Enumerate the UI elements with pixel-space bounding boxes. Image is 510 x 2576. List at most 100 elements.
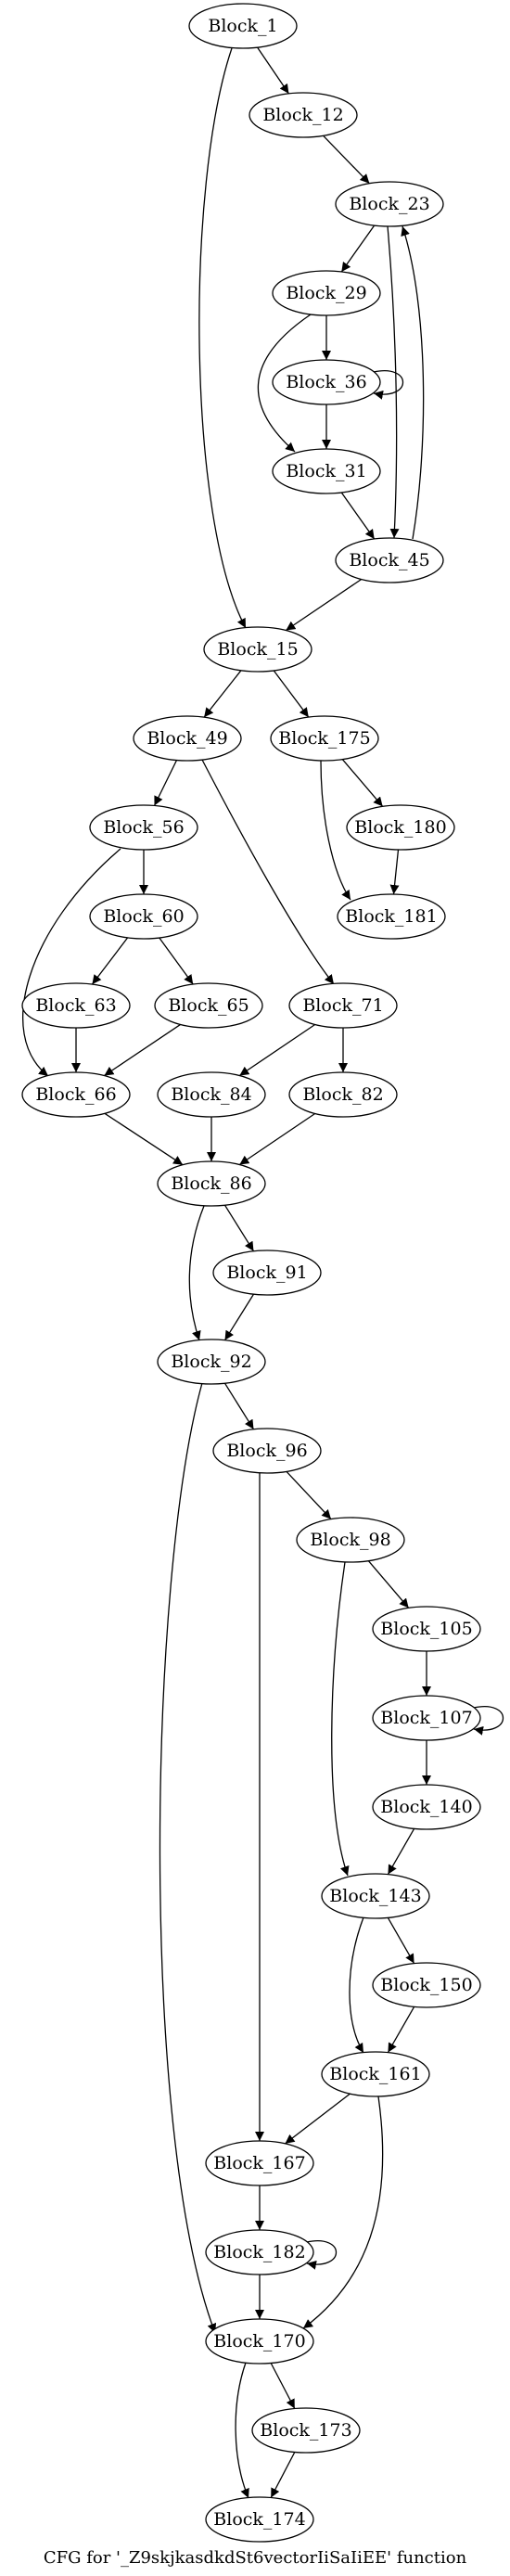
edge-b170-to-b173 (270, 2363, 296, 2409)
edge-b15-to-b175 (273, 670, 310, 718)
node-b15: Block_15 (203, 626, 312, 673)
node-label: Block_174 (213, 2509, 305, 2530)
node-ellipse (288, 1071, 398, 1118)
edge-b86-to-b92 (188, 1205, 205, 1341)
node-ellipse (335, 181, 444, 227)
node-label: Block_140 (380, 1797, 472, 1817)
node-ellipse (89, 804, 198, 851)
node-b173: Block_173 (251, 2407, 361, 2454)
node-label: Block_143 (329, 1886, 421, 1906)
node-b167: Block_167 (205, 2140, 314, 2186)
node-label: Block_96 (226, 1441, 307, 1461)
edge-b29-to-b31 (257, 314, 312, 453)
node-label: Block_1 (208, 16, 277, 36)
node-ellipse (272, 448, 381, 494)
node-b45: Block_45 (335, 537, 444, 583)
node-label: Block_45 (349, 550, 429, 570)
node-label: Block_56 (103, 817, 184, 838)
node-label: Block_29 (286, 283, 366, 303)
node-b96: Block_96 (212, 1428, 322, 1474)
node-b49: Block_49 (133, 715, 242, 762)
node-ellipse (372, 1784, 481, 1830)
node-ellipse (337, 893, 446, 940)
edge-b82-to-b86 (238, 1112, 316, 1166)
node-ellipse (272, 270, 381, 316)
node-b36: Block_36 (272, 359, 381, 405)
node-b92: Block_92 (157, 1339, 266, 1385)
edge-b49-to-b56 (153, 760, 178, 806)
node-label: Block_82 (302, 1084, 383, 1105)
node-label: Block_71 (302, 995, 383, 1016)
edge-b49-to-b71 (201, 759, 335, 985)
node-ellipse (212, 1250, 322, 1296)
edge-b173-to-b174 (270, 2452, 296, 2498)
node-ellipse (205, 2229, 314, 2275)
edge-b170-to-b174 (235, 2362, 249, 2499)
node-ellipse (205, 2318, 314, 2365)
node-ellipse (372, 1962, 481, 2008)
node-ellipse (157, 1339, 266, 1385)
node-label: Block_98 (310, 1530, 390, 1550)
node-b98: Block_98 (296, 1517, 405, 1563)
node-ellipse (21, 982, 131, 1029)
node-label: Block_107 (380, 1708, 472, 1728)
node-ellipse (335, 537, 444, 583)
node-b84: Block_84 (157, 1071, 266, 1118)
edge-b92-to-b170 (159, 1382, 217, 2334)
edge-b143-to-b161 (349, 1916, 364, 2054)
node-ellipse (203, 626, 312, 673)
edge-b36-to-b36 (373, 370, 404, 400)
node-label: Block_150 (380, 1975, 472, 1995)
edge-b143-to-b150 (387, 1917, 415, 1964)
node-ellipse (154, 982, 263, 1029)
node-b105: Block_105 (372, 1606, 481, 1652)
node-ellipse (272, 359, 381, 405)
edge-b45-to-b23 (401, 225, 425, 540)
edge-b175-to-b180 (341, 759, 384, 807)
node-label: Block_91 (226, 1262, 307, 1283)
node-ellipse (251, 2407, 361, 2454)
node-ellipse (212, 1428, 322, 1474)
node-b86: Block_86 (157, 1160, 266, 1207)
node-layer: Block_1Block_12Block_23Block_29Block_36B… (21, 3, 481, 2543)
edge-b96-to-b98 (286, 1470, 332, 1520)
node-b63: Block_63 (21, 982, 131, 1029)
edge-b98-to-b105 (367, 1560, 410, 1608)
node-label: Block_167 (213, 2153, 305, 2173)
edge-b23-to-b29 (340, 224, 376, 273)
node-label: Block_173 (260, 2420, 351, 2441)
node-b31: Block_31 (272, 448, 381, 494)
edge-b23-to-b45 (387, 225, 400, 539)
node-label: Block_63 (35, 995, 116, 1016)
edge-b12-to-b23 (323, 135, 370, 185)
node-label: Block_66 (35, 1084, 116, 1105)
node-b170: Block_170 (205, 2318, 314, 2365)
node-label: Block_86 (171, 1173, 251, 1194)
edge-b86-to-b91 (223, 1204, 255, 1252)
node-label: Block_84 (171, 1084, 251, 1105)
node-label: Block_182 (213, 2242, 305, 2262)
node-label: Block_170 (213, 2331, 305, 2352)
node-label: Block_181 (345, 906, 437, 927)
node-ellipse (270, 715, 379, 762)
node-b182: Block_182 (205, 2229, 314, 2275)
edge-b182-to-b182 (306, 2240, 338, 2270)
edge-b92-to-b96 (223, 1382, 255, 1430)
edge-b1-to-b15 (198, 47, 247, 629)
edge-b60-to-b65 (159, 937, 194, 985)
node-b1: Block_1 (188, 3, 298, 49)
edge-b161-to-b167 (285, 2093, 351, 2145)
edge-b175-to-b181 (320, 760, 351, 901)
node-ellipse (321, 2051, 430, 2097)
node-label: Block_105 (380, 1619, 472, 1639)
node-ellipse (188, 3, 298, 49)
edge-b161-to-b170 (302, 2095, 384, 2329)
edge-b91-to-b92 (223, 1293, 255, 1341)
node-label: Block_31 (286, 461, 366, 481)
edge-b150-to-b161 (387, 2006, 415, 2053)
node-ellipse (21, 1071, 131, 1118)
edge-b1-to-b12 (257, 46, 289, 95)
node-b181: Block_181 (337, 893, 446, 940)
node-label: Block_65 (168, 995, 249, 1016)
node-b66: Block_66 (21, 1071, 131, 1118)
